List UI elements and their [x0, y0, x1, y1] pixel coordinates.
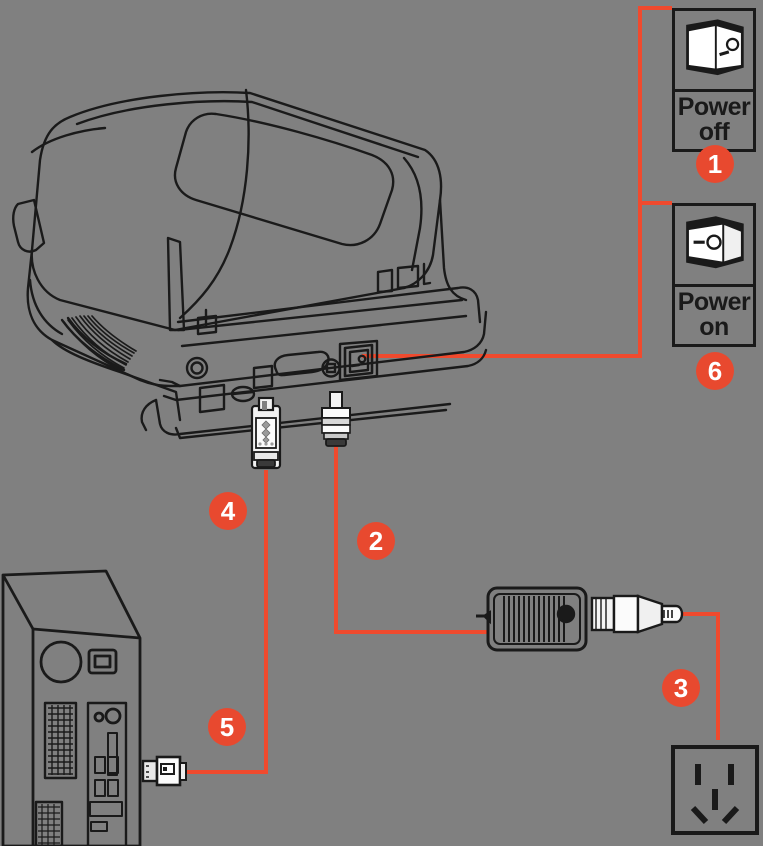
power-on-box: Power on — [672, 203, 756, 347]
power-off-switch-icon — [675, 11, 753, 92]
power-off-box: Power off — [672, 8, 756, 152]
printer-serial-port — [273, 350, 330, 377]
printer-power-switch — [343, 343, 374, 378]
step-badge-1: 1 — [696, 145, 734, 183]
step-badge-5: 5 — [208, 708, 246, 746]
printer-sd-port — [198, 383, 226, 414]
usb-cable-line — [186, 470, 268, 774]
power-on-caption: Power on — [675, 287, 753, 344]
usb-type-a-connector-computer-end — [141, 755, 187, 787]
ac-power-plug — [590, 594, 684, 634]
step-badge-2: 2 — [357, 522, 395, 560]
ac-power-adapter — [476, 586, 588, 652]
power-off-caption: Power off — [675, 92, 753, 149]
power-on-switch-icon — [675, 206, 753, 287]
dc-barrel-connector — [321, 391, 351, 447]
dc-cable-line — [334, 446, 487, 634]
power-on-caption-line2: on — [699, 312, 729, 341]
step-badge-3: 3 — [662, 669, 700, 707]
step-badge-4: 4 — [209, 492, 247, 530]
wall-outlet — [671, 745, 759, 835]
printer-power-jack-port — [185, 356, 209, 380]
power-off-caption-line1: Power — [677, 93, 751, 121]
printer-illustration — [12, 88, 488, 440]
usb-type-b-connector-printer-end — [250, 396, 282, 470]
power-off-caption-line2: off — [698, 117, 730, 146]
computer-tower — [1, 569, 142, 846]
power-on-caption-line1: Power — [677, 288, 751, 316]
ac-cable-line — [682, 612, 720, 740]
printer-aux-port — [252, 364, 274, 390]
step-badge-6: 6 — [696, 352, 734, 390]
